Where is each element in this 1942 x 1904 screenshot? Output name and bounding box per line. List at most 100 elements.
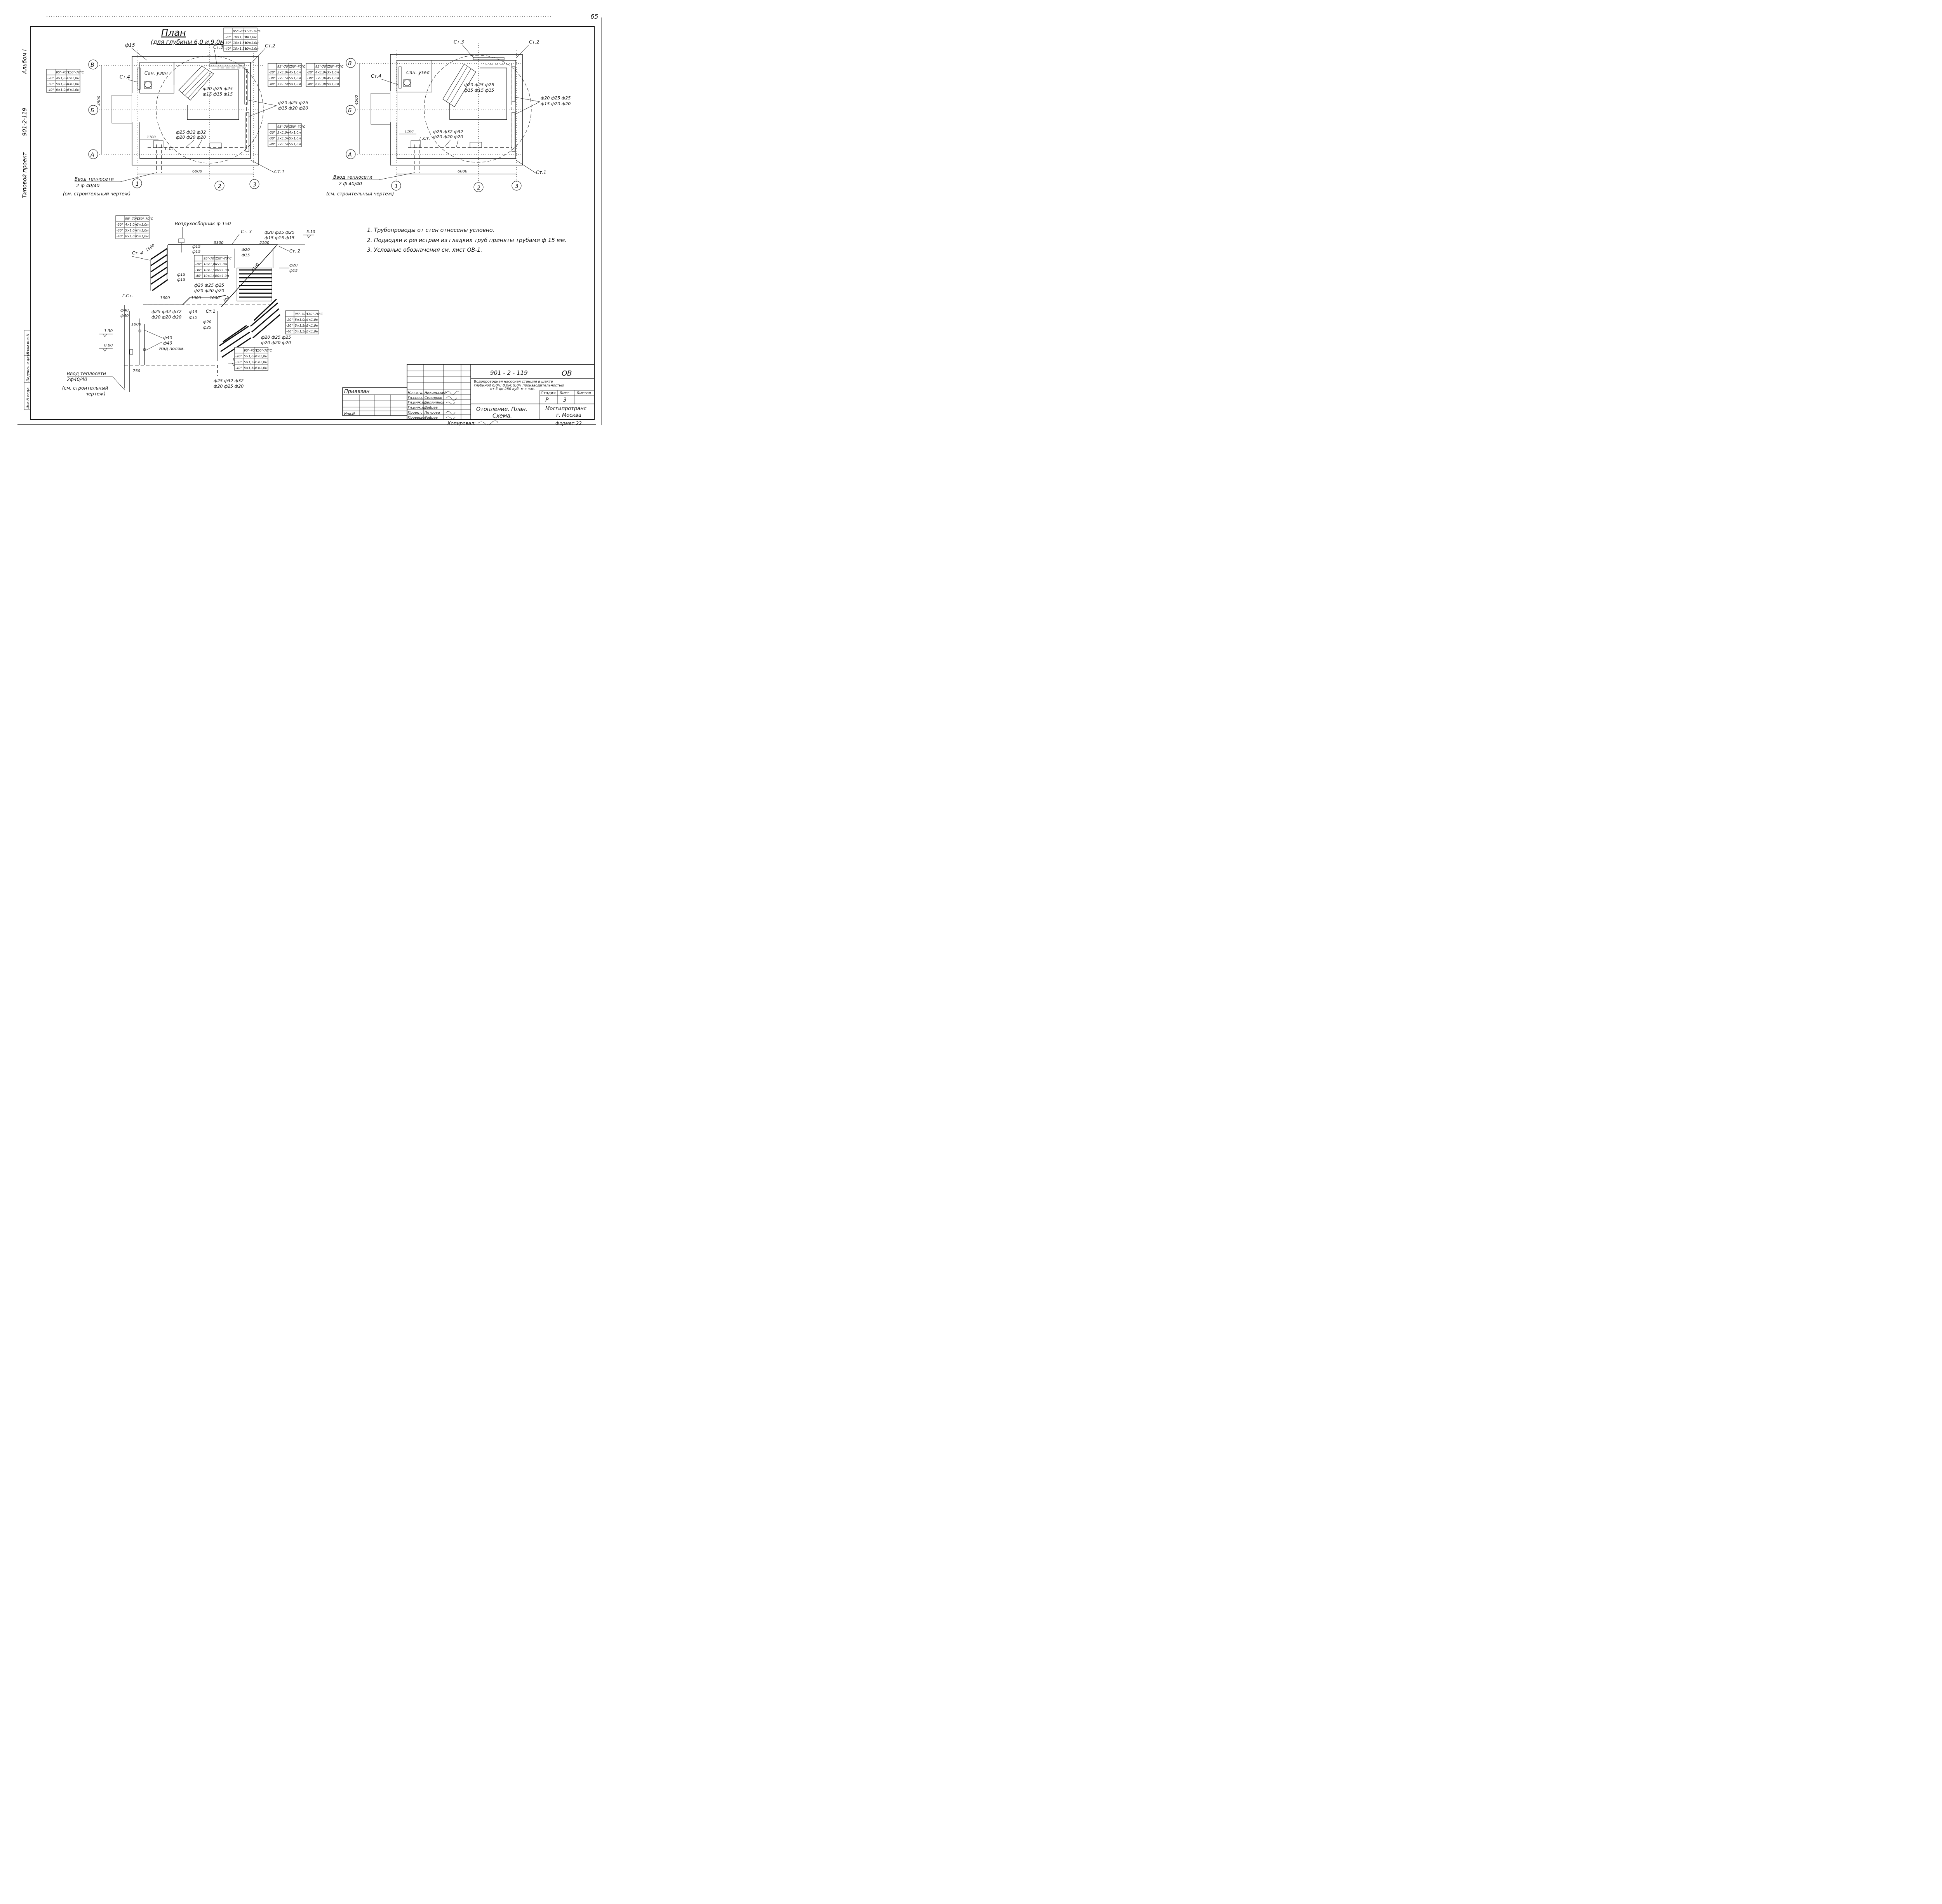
tb-sheet-h: Лист <box>559 391 570 395</box>
dim-6000-2: 6000 <box>458 169 467 174</box>
axis-2-2: 2 <box>477 185 480 191</box>
tb-role-4: Проект. <box>408 411 422 415</box>
table-temp: -40° <box>235 366 242 370</box>
project-label-vertical: Типовой проект <box>22 152 28 198</box>
tb-copied: Копировал: <box>447 421 476 426</box>
axon-p8: ф15 <box>189 310 197 314</box>
inlet-label-2: Ввод теплосети <box>333 174 372 180</box>
table-temp: -40° <box>307 82 313 86</box>
lvl-060: 0.60 <box>104 343 113 348</box>
signature-4 <box>445 411 456 414</box>
pipe-c: ф20 ф25 ф25 <box>278 100 308 105</box>
axon-d4100: 4100 <box>251 262 260 273</box>
tb-linked: Привязан <box>344 389 370 395</box>
axon-p11b: ф20 ф20 ф20 <box>261 340 291 345</box>
table-header-2: 150°-70°С <box>306 312 323 316</box>
note-3: 3. Условные обозначения см. лист ОВ-1. <box>367 247 482 253</box>
tb-sheet: 3 <box>563 397 567 403</box>
tb-name1: Отопление. План. <box>476 406 527 412</box>
axon-p1b: ф15 <box>192 250 200 254</box>
lvl-130: 1.30 <box>104 329 113 333</box>
st1-label: Ст.1 <box>274 169 285 174</box>
tb-org1: Мосгипротранс <box>545 406 586 412</box>
table-temp: -30° <box>47 82 54 86</box>
pipe-e-2: ф25 ф32 ф32 <box>433 129 463 134</box>
tb-person-0: Никольский <box>425 391 447 395</box>
note-1: 1. Трубопроводы от стен отнесены условно… <box>367 227 494 233</box>
axis-3: 3 <box>253 182 256 188</box>
table-cell: 5×1,0м <box>289 137 301 140</box>
tb-role-3: Гл.инж.пр. <box>408 406 428 410</box>
axon-p4b: ф15 <box>177 278 185 282</box>
signature-2 <box>445 396 457 400</box>
table-cell: 5×1,0м <box>289 77 301 80</box>
table-cell: 5×1,0м <box>289 82 301 86</box>
axon-st2: Ст. 2 <box>289 249 300 254</box>
axon-p3b: ф15 ф15 ф15 <box>265 235 294 240</box>
table-cell: 5×1,0м <box>315 77 327 80</box>
axis-a-2: А <box>348 152 352 158</box>
table-cell: 3×1,0м <box>68 77 80 80</box>
table-cell: 5×1,0м <box>277 131 289 134</box>
inlet-note-2: (см. строительный чертеж) <box>326 191 394 197</box>
pipe-f-2: ф20 ф20 ф20 <box>433 134 463 139</box>
table-cell: 5×1,0м <box>125 229 137 232</box>
table-cell: 10×1,0м <box>204 263 218 266</box>
table-header-1: 95°-70°С <box>56 71 70 74</box>
table-header-1: 95°-70°С <box>315 65 330 68</box>
tb-sheets-h: Листов <box>576 391 591 395</box>
sheet-number: 65 <box>590 13 598 20</box>
tb-role-1: Гл.спец. <box>408 396 423 400</box>
tb-desc3: от 5 до 280 куб. м в час. <box>490 387 535 391</box>
inlet-note: (см. строительный чертеж) <box>63 191 131 197</box>
pipe-f: ф20 ф20 ф20 <box>176 135 206 140</box>
table-header-1: 95°-70°С <box>295 312 309 316</box>
table-cell: 10×1,5м <box>204 268 218 272</box>
pipe-e: ф25 ф32 ф32 <box>176 130 206 135</box>
dim-6000: 6000 <box>192 169 202 174</box>
table-header-2: 150°-70°С <box>215 257 231 260</box>
table-temp: -20° <box>235 355 242 358</box>
stamp-inv: Инв.N подл. <box>26 386 30 409</box>
table-cell: 10×1,0м <box>215 268 229 272</box>
table-temp: -30° <box>235 360 242 364</box>
pipe-b-2: ф15 ф15 ф15 <box>464 88 494 93</box>
tb-role-0: Нач.отд. <box>408 391 423 395</box>
axon-p11: ф20 ф25 ф25 <box>261 335 291 340</box>
axon-p6b: ф20 ф20 ф20 <box>194 288 224 293</box>
table-cell: 5×1,0м <box>137 235 149 238</box>
axon-gst: Г.Ст. <box>122 293 133 298</box>
gst-label: Г.Ст. <box>165 146 176 151</box>
table-temp: -20° <box>224 35 231 39</box>
axon-p2: ф20 <box>242 248 250 252</box>
phi15-label: ф15 <box>125 42 135 48</box>
tb-person-4: Петрова <box>425 411 440 415</box>
note-2: 2. Подводки к регистрам из гладких труб … <box>367 237 567 244</box>
axon-p7b: ф20 ф20 ф20 <box>151 315 181 320</box>
st3-label-2: Ст.3 <box>454 39 464 45</box>
table-header-1: 95°-70°С <box>233 30 247 33</box>
table-cell: 5×1,0м <box>327 82 339 86</box>
pipe-a-2: ф20 ф25 ф25 <box>464 82 494 87</box>
table-cell: 10×1,0м <box>245 47 259 50</box>
axon-d1000b: 1000 <box>210 296 219 300</box>
axon-p2b: ф15 <box>242 253 250 258</box>
tb-org2: г. Москва <box>556 412 581 418</box>
table-cell: 5×1,0м <box>306 330 318 333</box>
table-cell: 6×1,0м <box>315 82 327 86</box>
album-label: Альбом I <box>22 49 28 74</box>
axon-inlet-pipe: 2ф40/40 <box>67 377 87 382</box>
axon-st1: Ст.1 <box>206 309 216 314</box>
table-temp: -30° <box>117 229 123 232</box>
st2-label-2: Ст.2 <box>529 39 539 45</box>
table-cell: 5×1,0м <box>256 360 268 364</box>
table-cell: 10×1,0м <box>233 35 247 39</box>
table-temp: -20° <box>47 77 54 80</box>
title-block: Привязан Инв.N 901 - 2 - 119 ОВ Водопров… <box>342 364 595 426</box>
axon-p10: ф20 <box>203 320 211 324</box>
table-cell: 4×1,0м <box>289 71 301 74</box>
table-temp: -20° <box>117 223 123 226</box>
axon-p4: ф15 <box>177 273 185 277</box>
axon-d3300: 3300 <box>214 241 223 245</box>
